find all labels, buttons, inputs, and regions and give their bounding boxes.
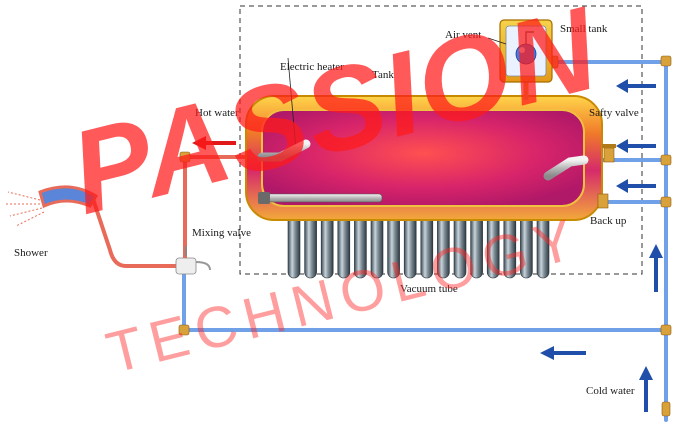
label-cold-water: Cold water <box>586 385 635 397</box>
arrow-cold-in-safety <box>616 139 656 153</box>
cold-return-bottom-pipe <box>182 268 668 332</box>
backup-fitting <box>597 193 609 209</box>
shower-hose <box>90 194 188 268</box>
air-vent-pointer <box>487 37 507 45</box>
arrow-hot-out <box>192 136 236 150</box>
label-electric-heater: Electric heater <box>280 61 344 73</box>
label-tank: Tank <box>372 69 394 81</box>
flow-arrows <box>192 79 663 412</box>
float-ball-icon <box>515 43 537 65</box>
label-hot-water: Hot water <box>195 107 239 119</box>
mixing-valve <box>175 246 211 275</box>
arrow-cold-in-backup <box>616 179 656 193</box>
hot-outlet-inner-pipe <box>257 139 311 162</box>
label-vacuum-tube: Vacuum tube <box>400 283 458 295</box>
arrow-cold-up-right <box>649 244 663 292</box>
vacuum-tube-array <box>287 207 550 279</box>
arrow-cold-water-up <box>639 366 653 412</box>
label-mixing-valve: Mixing valve <box>192 227 251 239</box>
label-shower: Shower <box>14 247 48 259</box>
cold-inlet-inner-pipe <box>543 155 589 181</box>
hot-water-pipes <box>90 155 264 268</box>
safety-valve <box>602 144 616 163</box>
main-tank-inner <box>261 109 585 207</box>
electric-heater-element <box>258 57 383 204</box>
label-safty-valve: Safty valve <box>589 107 639 119</box>
label-air-vent: Air vent <box>445 29 482 41</box>
pipe-fittings <box>178 55 672 417</box>
label-small-tank: Small tank <box>560 23 608 35</box>
installation-boundary <box>239 5 643 275</box>
shower-head <box>6 185 99 227</box>
label-back-up: Back up <box>590 215 627 227</box>
arrow-cold-in-top <box>616 79 656 93</box>
arrow-cold-return <box>540 346 586 360</box>
